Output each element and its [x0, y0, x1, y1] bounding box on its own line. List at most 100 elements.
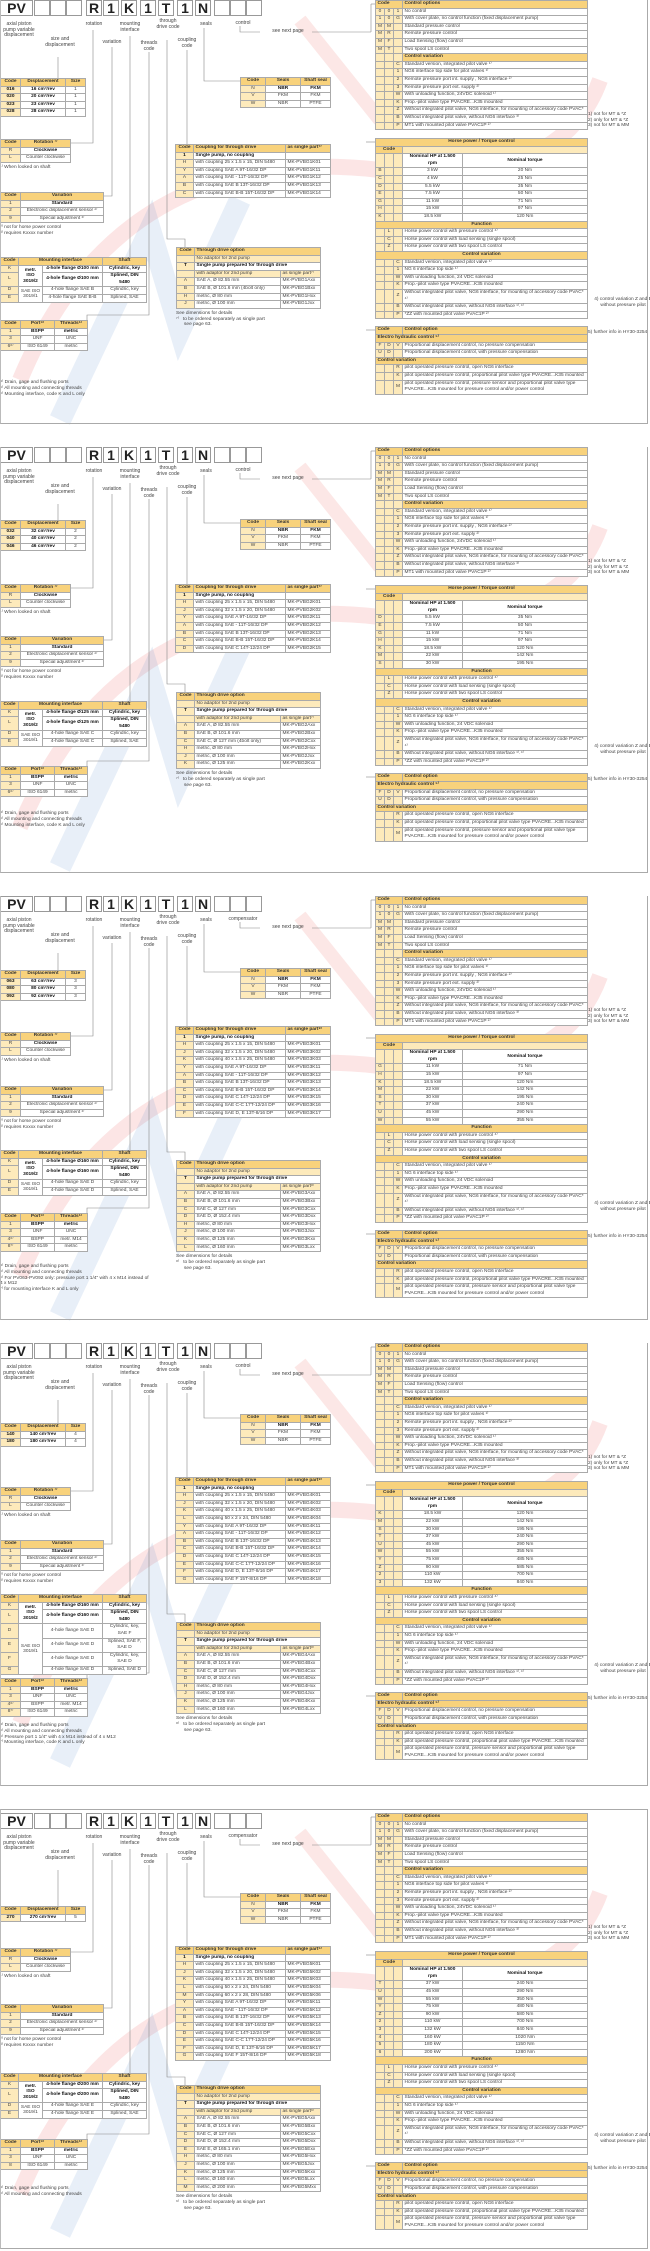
table-cell: F — [0, 1651, 19, 1667]
label-see: see next page — [272, 28, 304, 34]
label-threads: threads code — [140, 1383, 158, 1395]
code-box-empty — [50, 896, 66, 912]
footnote: ³⁾ requires Kxxxx number — [0, 1579, 54, 1585]
table-cell: pilot operated pressure control, pressur… — [402, 1745, 589, 1761]
table-cell: Nominal torque — [462, 1966, 588, 1982]
label-mounting: mounting interface — [119, 917, 141, 929]
code-box: T — [158, 896, 174, 912]
table-cell: Splined, DIN 5480 — [102, 272, 147, 288]
code-box: 1 — [177, 447, 193, 463]
table-cell: pilot operated pressure control, pressur… — [402, 2215, 589, 2231]
table-cell: Splined, DIN 5480 — [102, 1165, 147, 1181]
table-cell: Without integrated pilot valve, NG6 inte… — [402, 288, 588, 305]
footnote: see page 63. — [184, 1727, 212, 1733]
table-cell: Splined, SAE D — [102, 1665, 147, 1675]
label-size: size and displacement — [45, 36, 75, 48]
table-cell: Without integrated pilot valve, NG6 inte… — [402, 1654, 588, 1670]
table-cell: Cylindric, key, SAE D — [102, 1651, 147, 1667]
table-cell: 5 — [65, 1913, 86, 1923]
footnote: ³⁾ requires Kxxxx number — [0, 675, 54, 681]
label-variation: variation — [102, 1382, 122, 1388]
label-through: through drive code — [156, 1361, 180, 1373]
footnote-marker: ⁷⁾ — [318, 145, 322, 150]
code-box-empty — [50, 447, 66, 463]
table-cell: *ZZ with mounted pilot valve PVAC1P ²⁾ — [402, 1676, 588, 1686]
label-mounting: mounting interface — [119, 1364, 141, 1376]
footnote-text: to be ordered separately as single part — [182, 776, 265, 782]
table-cell: Without integrated pilot valve, NG6 inte… — [402, 735, 588, 752]
footnote: ⁴⁾ Drain, gage and flushing ports — [0, 811, 69, 816]
table-cell: pilot operated pressure control, pressur… — [402, 1283, 589, 1299]
table-cell: Splined, DIN 5480 — [102, 1609, 147, 1625]
page-frame — [0, 896, 648, 1320]
table-cell: Nominal HP at 1.500 rpm — [402, 1966, 463, 1982]
table-cell: M — [392, 1745, 404, 1761]
footnote: ⁶⁾ For PV063-PV092 only: pressure port 1… — [0, 1275, 149, 1287]
table-cell: PTFE — [300, 990, 331, 1000]
header-text: as single part — [287, 585, 319, 590]
table-cell: Counter clockwise — [20, 599, 71, 608]
code-box-empty — [66, 1813, 82, 1829]
page-frame — [0, 1343, 648, 1786]
code-box: N — [195, 1813, 211, 1829]
label-threads: threads code — [140, 487, 158, 499]
footnote: See dimensions for details — [176, 2194, 233, 2200]
label-pump: axial piston pump variable displacement — [3, 917, 35, 935]
label-pump: axial piston pump variable displacement — [3, 1834, 35, 1852]
table-cell: Nominal HP at 1.500 rpm — [402, 1049, 463, 1065]
table-row: P*ZZ with mounted pilot valve PVAC1P ²⁾ — [375, 757, 588, 767]
table-cell: L — [0, 1609, 19, 1625]
header-text: as single part — [282, 1645, 312, 1651]
footnote-marker: ⁸⁾ — [311, 1645, 315, 1651]
table-cell: MK-PVBG1K14 — [285, 189, 331, 199]
table-cell: Splined, DIN 5480 — [102, 716, 147, 732]
label-mounting: mounting interface — [119, 1834, 141, 1846]
table-cell: 3 — [65, 992, 86, 1002]
label-size: size and displacement — [45, 932, 75, 944]
